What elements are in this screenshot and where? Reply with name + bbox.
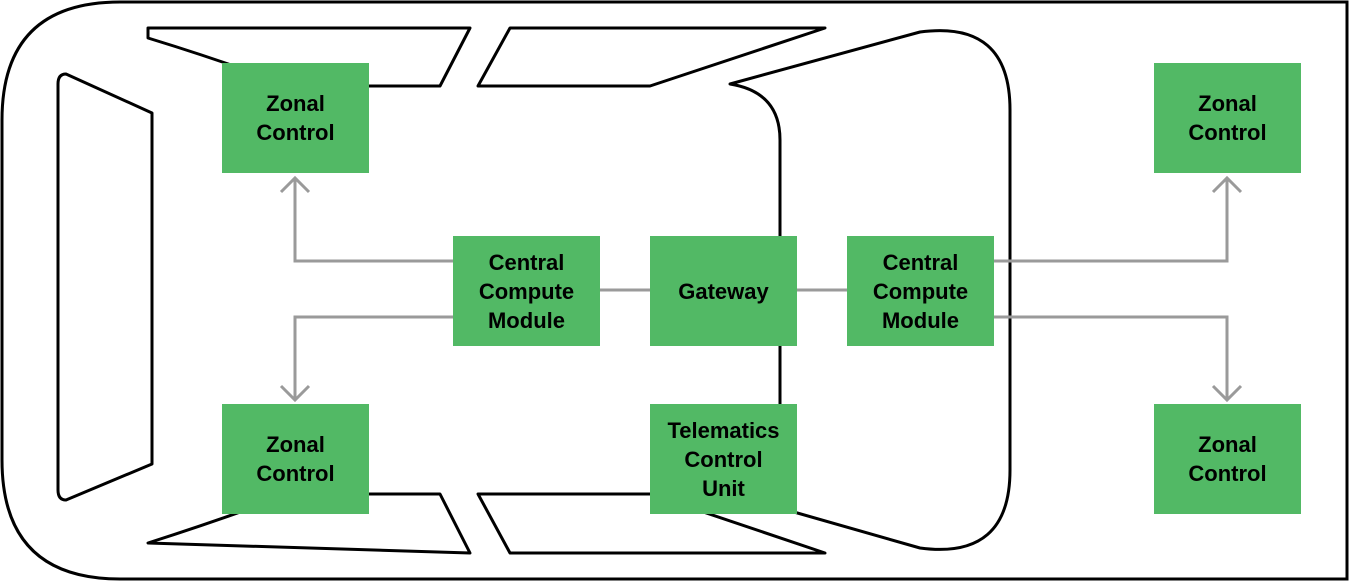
rear-window	[56, 72, 154, 502]
zonal-control-bottom-left: Zonal Control	[222, 404, 369, 514]
node-label-line: Control	[1188, 120, 1267, 145]
node-label-line: Module	[487, 307, 565, 333]
connector-ccm-right-to-zonal-top-right	[994, 178, 1229, 263]
zonal-control-top-left: Zonal Control	[222, 63, 369, 173]
arrowhead-zonal-bottom-right	[1211, 384, 1243, 403]
zonal-control-top-right: Zonal Control	[1154, 63, 1301, 173]
node-label-line: Zonal	[266, 91, 325, 116]
node-label-line: Unit	[702, 475, 745, 501]
zonal-control-bottom-right: Zonal Control	[1154, 404, 1301, 514]
node-label-line: Control	[684, 446, 763, 472]
node-label-line: Zonal	[1198, 432, 1257, 457]
connector-ccm-right-to-zonal-bottom-right	[994, 315, 1229, 400]
node-label-line: Control	[1188, 461, 1267, 486]
arrowhead-zonal-bottom-left	[279, 384, 311, 403]
node-label-line: Zonal	[1198, 91, 1257, 116]
telematics-control-unit: Telematics Control Unit	[650, 404, 797, 514]
node-label-line: Compute	[478, 278, 575, 304]
node-label-line: Telematics	[667, 417, 780, 443]
gateway: Gateway	[650, 236, 797, 346]
node-label-line: Control	[256, 120, 335, 145]
side-window-top-front	[476, 26, 827, 88]
node-label-line: Control	[256, 461, 335, 486]
node-label-line: Compute	[872, 278, 969, 304]
connector-ccm-left-to-zonal-bottom-left	[293, 315, 453, 400]
central-compute-module-left: Central Compute Module	[453, 236, 600, 346]
node-label-line: Gateway	[678, 278, 769, 304]
node-label-line: Zonal	[266, 432, 325, 457]
arrowhead-zonal-top-left	[279, 175, 311, 194]
central-compute-module-right: Central Compute Module	[847, 236, 994, 346]
node-label-line: Central	[882, 249, 959, 275]
windshield-outline	[728, 29, 1012, 551]
connector-ccm-left-to-zonal-top-left	[293, 178, 453, 263]
node-label-line: Central	[488, 249, 565, 275]
node-label-line: Module	[881, 307, 959, 333]
arrowhead-zonal-top-right	[1211, 175, 1243, 194]
